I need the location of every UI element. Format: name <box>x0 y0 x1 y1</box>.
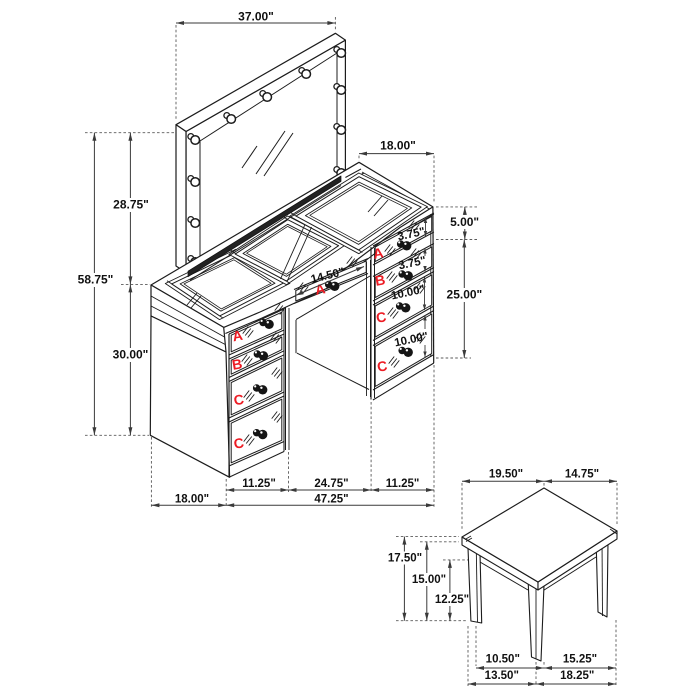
svg-text:25.00": 25.00" <box>447 288 483 302</box>
svg-text:18.00": 18.00" <box>175 494 209 506</box>
svg-text:11.25": 11.25" <box>242 478 276 490</box>
svg-text:58.75": 58.75" <box>78 273 114 287</box>
svg-text:A: A <box>231 327 244 345</box>
svg-text:14.75": 14.75" <box>565 469 599 481</box>
svg-text:13.50": 13.50" <box>485 670 519 682</box>
svg-text:28.75": 28.75" <box>113 198 149 212</box>
svg-text:A: A <box>372 244 385 262</box>
svg-text:10.50": 10.50" <box>486 654 520 666</box>
svg-text:18.00": 18.00" <box>380 139 416 153</box>
svg-text:17.50": 17.50" <box>388 553 422 565</box>
svg-text:18.25": 18.25" <box>560 670 594 682</box>
svg-text:C: C <box>376 357 389 375</box>
svg-text:3.75": 3.75" <box>397 226 427 244</box>
svg-text:11.25": 11.25" <box>386 478 420 490</box>
svg-text:C: C <box>232 434 245 452</box>
svg-text:47.25": 47.25" <box>314 494 348 506</box>
svg-text:37.00": 37.00" <box>238 10 274 24</box>
svg-text:19.50": 19.50" <box>489 469 523 481</box>
svg-text:30.00": 30.00" <box>113 348 149 362</box>
svg-text:15.00": 15.00" <box>412 574 446 586</box>
svg-text:A: A <box>314 280 327 298</box>
svg-text:24.75": 24.75" <box>314 478 348 490</box>
svg-text:B: B <box>231 355 244 373</box>
svg-text:C: C <box>232 391 245 409</box>
svg-text:C: C <box>375 308 388 326</box>
svg-text:15.25": 15.25" <box>563 654 597 666</box>
svg-text:3.75": 3.75" <box>398 255 428 273</box>
svg-text:5.00": 5.00" <box>450 215 479 229</box>
svg-text:12.25": 12.25" <box>435 594 469 606</box>
svg-text:B: B <box>374 271 387 289</box>
